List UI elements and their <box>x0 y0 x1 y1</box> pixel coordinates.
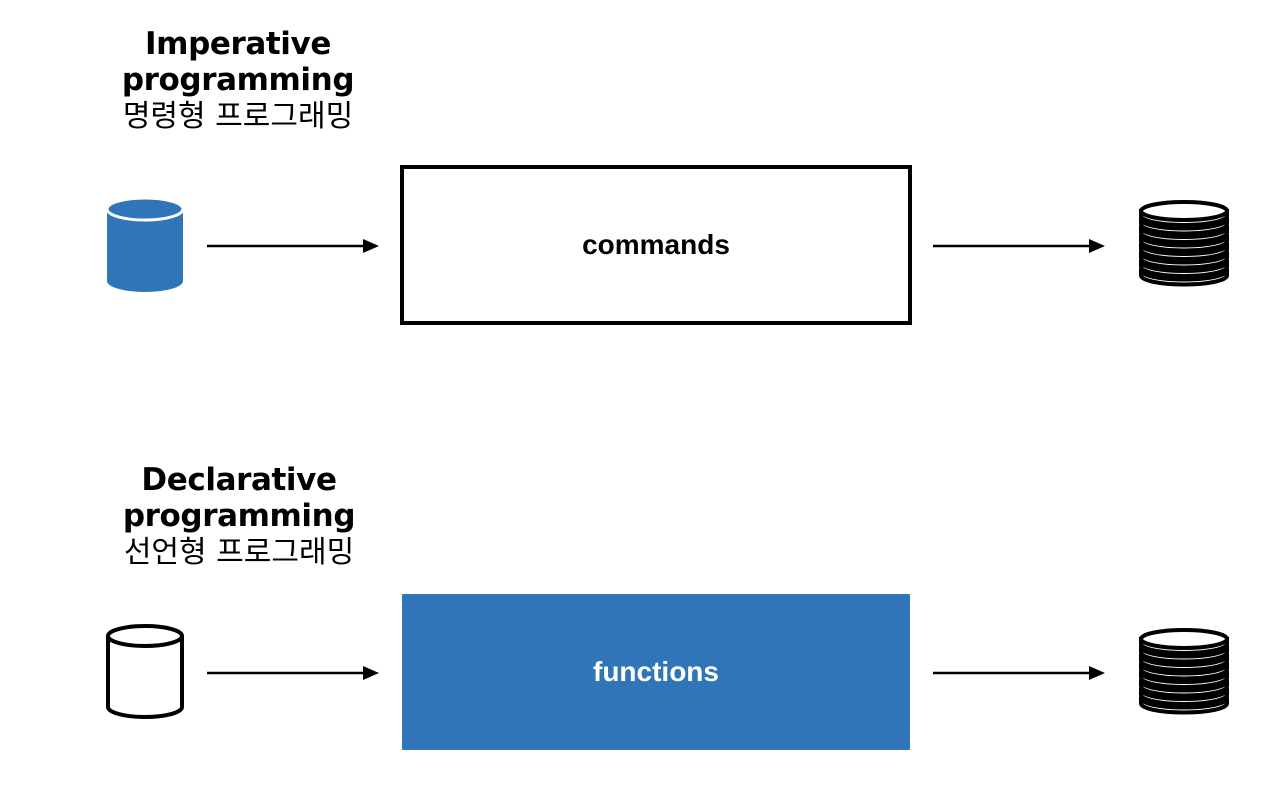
commands-label: commands <box>582 229 730 260</box>
declarative-subtitle: 선언형 프로그래밍 <box>123 535 355 571</box>
database-cylinder-icon <box>105 196 185 292</box>
arrow-right-icon <box>933 239 1105 253</box>
imperative-heading: Imperative programming 명령형 프로그래밍 <box>36 26 440 135</box>
arrow-right-icon <box>207 666 379 680</box>
coin-stack-icon <box>1139 628 1229 715</box>
database-cylinder-outline-icon <box>106 624 184 719</box>
declarative-heading: Declarative programming 선언형 프로그래밍 <box>34 462 444 571</box>
commands-box: commands <box>400 165 912 325</box>
coin-stack-icon <box>1139 200 1229 287</box>
functions-box: functions <box>402 594 910 750</box>
declarative-title: Declarative programming <box>122 462 356 534</box>
arrow-right-icon <box>207 239 379 253</box>
functions-label: functions <box>593 656 719 687</box>
arrow-right-icon <box>933 666 1105 680</box>
imperative-title: Imperative programming <box>121 26 355 98</box>
imperative-subtitle: 명령형 프로그래밍 <box>122 99 354 135</box>
